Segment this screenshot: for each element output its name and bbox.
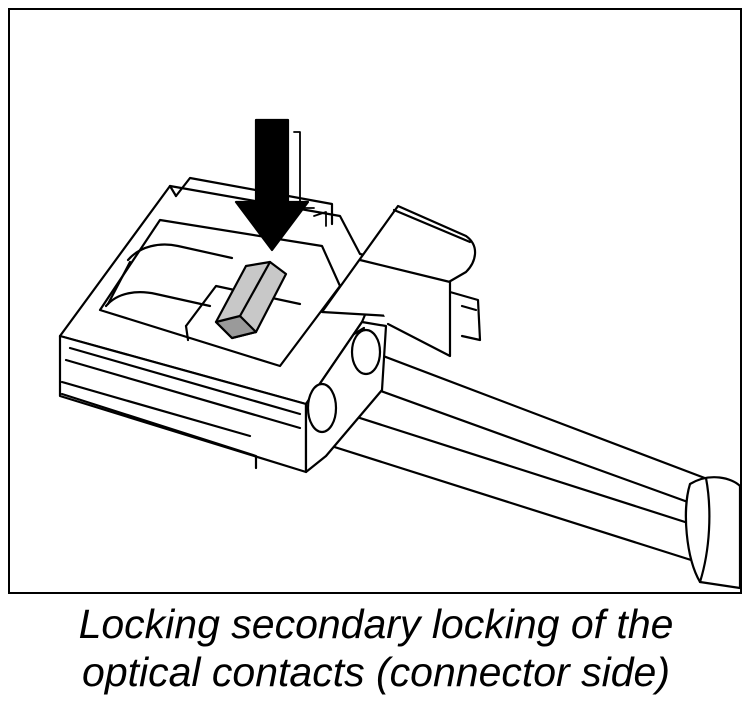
- rear-latch-tab: [448, 290, 482, 342]
- caption-line-2: optical contacts (connector side): [82, 649, 670, 695]
- figure-caption: Locking secondary locking of the optical…: [0, 600, 752, 696]
- caption-line-1: Locking secondary locking of the: [78, 601, 674, 647]
- secondary-lock-lever: [320, 204, 477, 358]
- connector-illustration: [58, 118, 740, 590]
- down-arrow-icon: [234, 118, 327, 252]
- illustration-frame: [8, 8, 742, 594]
- locking-slider: [214, 260, 288, 340]
- cable-sleeve: [684, 476, 740, 590]
